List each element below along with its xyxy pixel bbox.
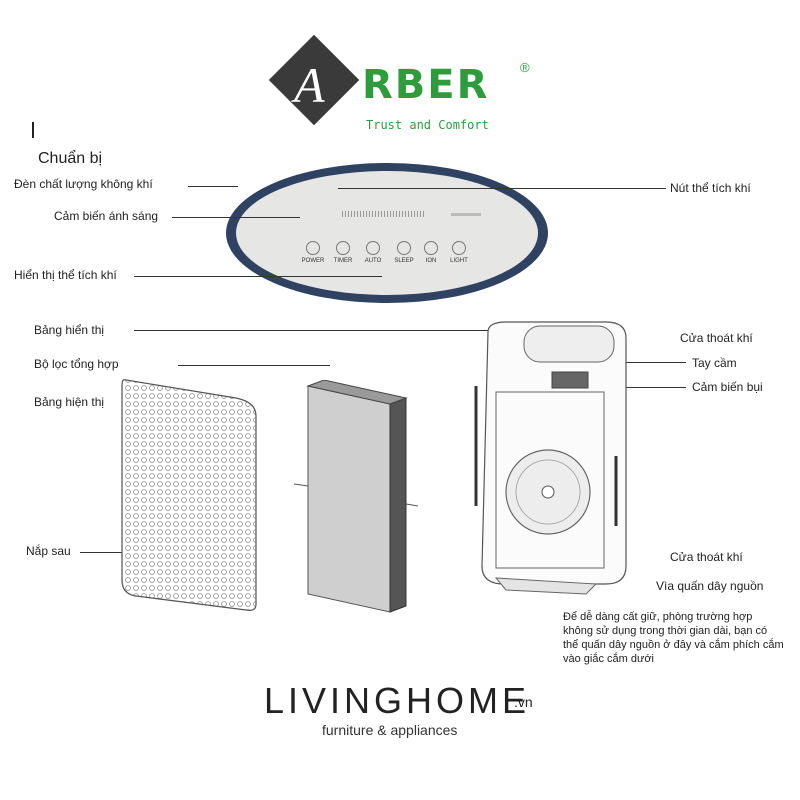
- label-composite-filter: Bộ lọc tổng hợp: [34, 357, 119, 371]
- leader-display-panel: [134, 330, 594, 331]
- cord-wrap-description: Để dễ dàng cất giữ, phòng trường hợp khô…: [563, 611, 784, 665]
- light-icon: [452, 241, 466, 255]
- ion-button[interactable]: ION: [416, 241, 446, 264]
- leader-dust-sensor: [580, 387, 686, 388]
- label-cord-wrap: Vìa quấn dây nguồn: [656, 579, 764, 593]
- purifier-body-illustration: [474, 321, 627, 595]
- sleep-button-label: SLEEP: [394, 258, 414, 264]
- timer-button[interactable]: TIMER: [328, 241, 358, 264]
- ion-icon: [424, 241, 438, 255]
- livinghome-logo: LIVINGHOME: [264, 680, 531, 721]
- livinghome-domain: .vn: [514, 694, 533, 710]
- leader-light-sensor: [172, 217, 300, 218]
- leader-air-volume-display: [134, 276, 382, 277]
- auto-button[interactable]: AUTO: [358, 241, 388, 264]
- timer-button-label: TIMER: [333, 258, 353, 264]
- label-air-quality-light: Đèn chất lượng không khí: [14, 177, 153, 191]
- light-button-label: LIGHT: [450, 258, 468, 264]
- label-dust-sensor: Cảm biến bụi: [692, 380, 763, 394]
- leader-composite-filter: [178, 365, 330, 366]
- label-display-panel: Bảng hiển thị: [34, 323, 105, 337]
- control-panel-face: POWER TIMER AUTO SLEEP ION LIGHT: [236, 171, 538, 295]
- power-icon: [306, 241, 320, 255]
- logo-name: RBER: [362, 62, 490, 108]
- label-air-volume-display: Hiển thị thể tích khí: [14, 268, 117, 282]
- filter-illustration: [293, 380, 419, 613]
- air-volume-bar: [342, 211, 424, 217]
- logo-letter: A: [294, 57, 325, 113]
- auto-icon: [366, 241, 380, 255]
- label-back-cover: Nắp sau: [26, 544, 71, 558]
- timer-icon: [336, 241, 350, 255]
- power-button[interactable]: POWER: [298, 241, 328, 264]
- light-sensor-dot: [451, 213, 481, 216]
- leader-air-volume-button: [338, 188, 666, 189]
- label-handle: Tay cầm: [692, 356, 737, 370]
- livinghome-subtitle: furniture & appliances: [322, 722, 458, 738]
- ion-button-label: ION: [425, 258, 437, 264]
- label-air-volume-button: Nút thể tích khí: [670, 181, 751, 195]
- sleep-icon: [397, 241, 411, 255]
- sleep-button[interactable]: SLEEP: [389, 241, 419, 264]
- section-title: Chuẩn bị: [38, 150, 103, 167]
- light-button[interactable]: LIGHT: [444, 241, 474, 264]
- registered-mark: ®: [520, 60, 530, 75]
- label-light-sensor: Cảm biến ánh sáng: [54, 209, 159, 223]
- logo-tagline: Trust and Comfort: [366, 118, 489, 132]
- label-display-board: Bảng hiện thị: [34, 395, 105, 409]
- back-cover-illustration: [121, 379, 257, 611]
- leader-back-cover: [80, 552, 122, 553]
- section-marker: [32, 122, 34, 138]
- auto-button-label: AUTO: [364, 258, 382, 264]
- label-air-outlet-top: Cửa thoát khí: [680, 331, 753, 345]
- leader-air-quality-light: [188, 186, 238, 187]
- label-air-outlet-bottom: Cửa thoát khí: [670, 550, 743, 564]
- power-button-label: POWER: [301, 258, 325, 264]
